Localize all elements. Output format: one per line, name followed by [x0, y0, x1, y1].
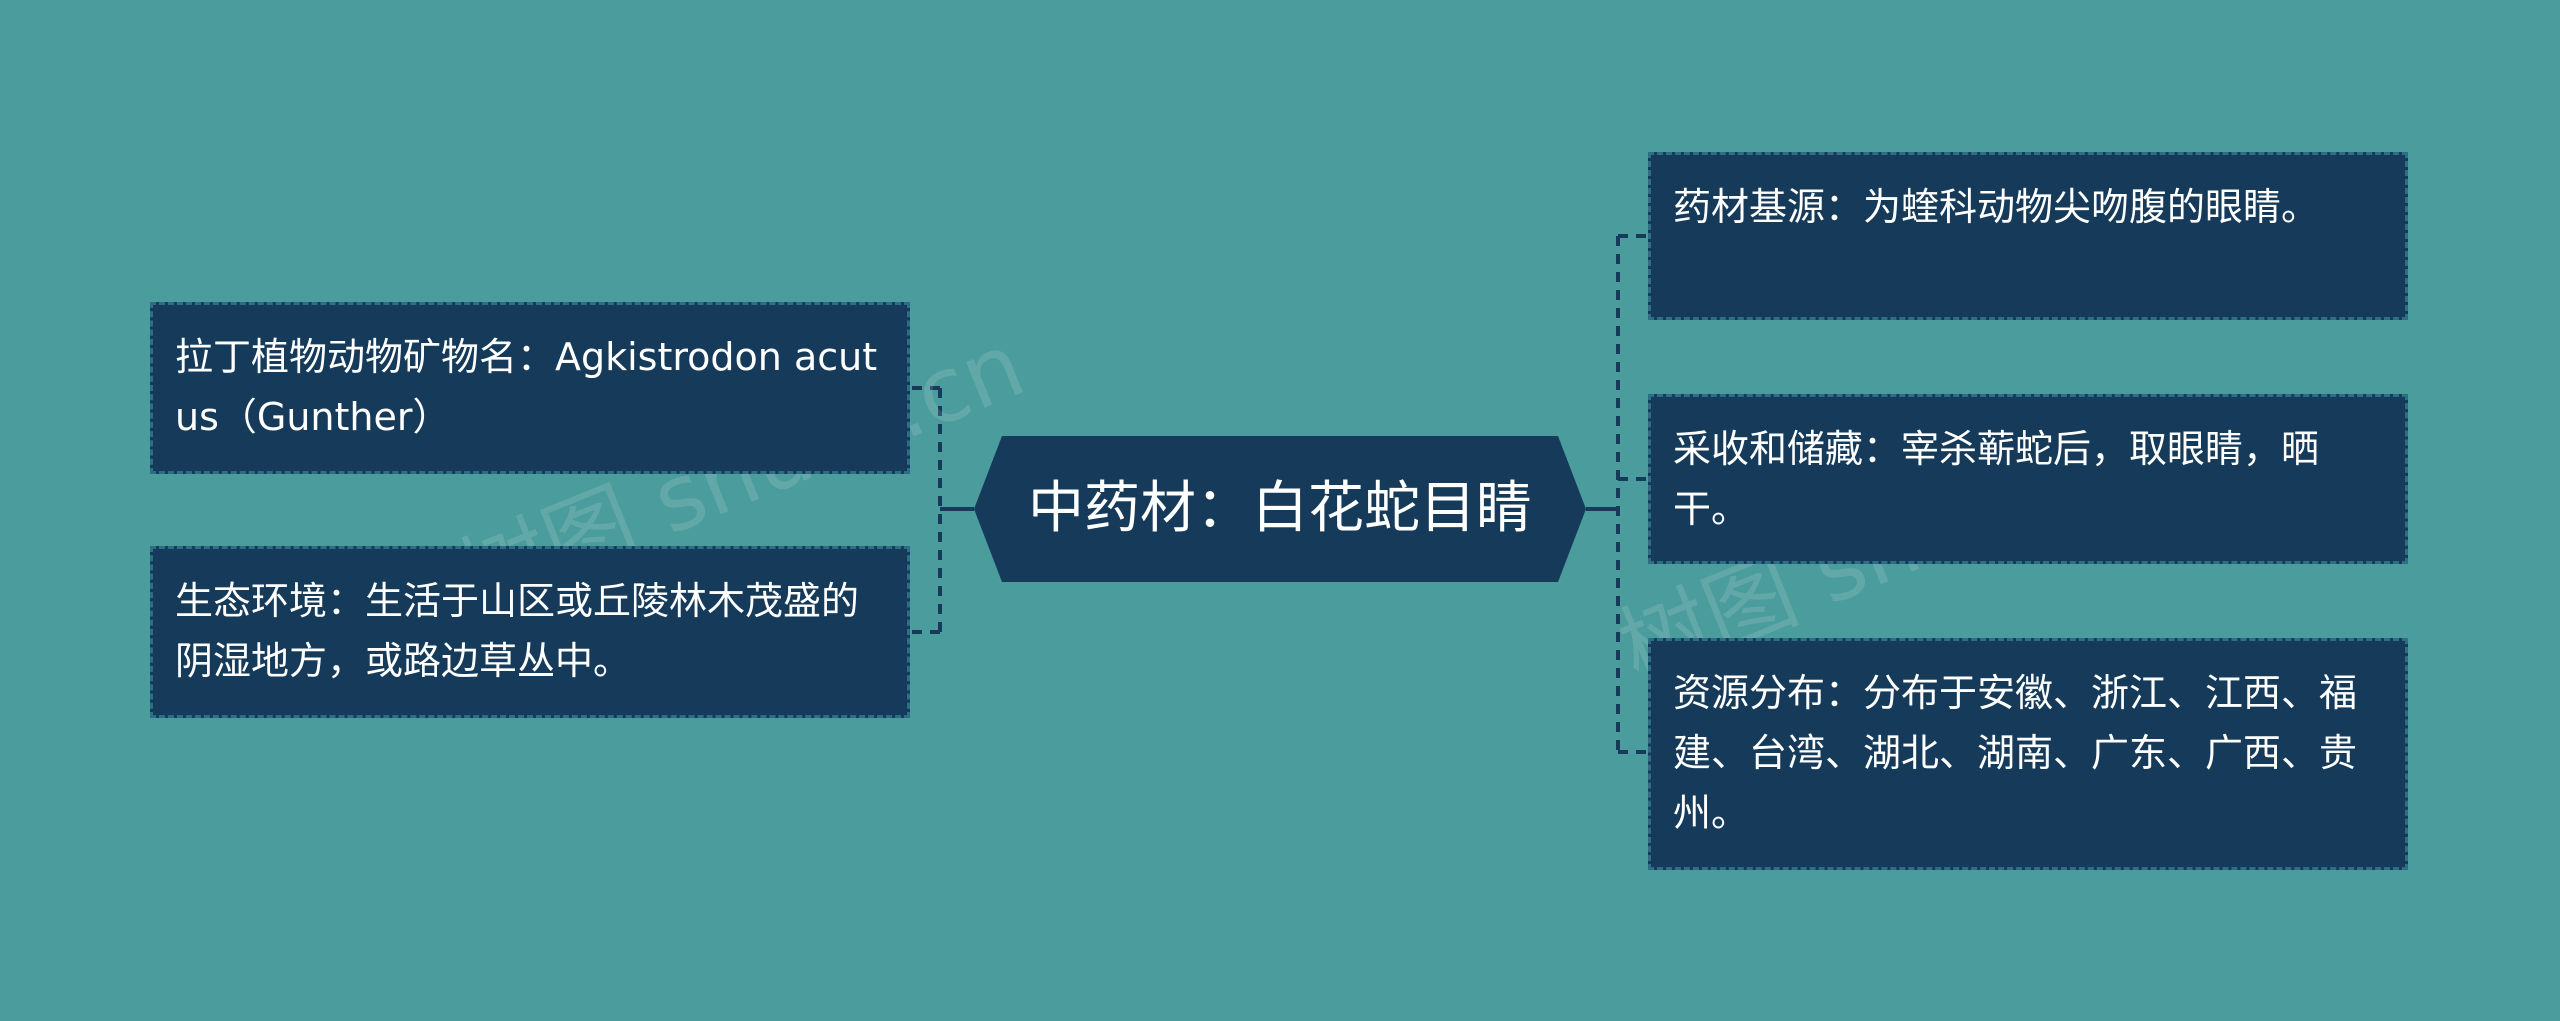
node-latin-name[interactable]: 拉丁植物动物矿物名：Agkistrodon acutus（Gunther）: [150, 302, 910, 474]
center-hexagon-shape: [974, 436, 1586, 582]
node-material-source-text: 药材基源：为蝰科动物尖吻腹的眼睛。: [1673, 185, 2320, 229]
node-harvest-storage[interactable]: 采收和储藏：宰杀蕲蛇后，取眼睛，晒干。: [1648, 394, 2408, 564]
node-ecology-text: 生态环境：生活于山区或丘陵林木茂盛的阴湿地方，或路边草丛中。: [175, 579, 860, 683]
center-topic-label: 中药材：白花蛇目睛: [1028, 476, 1532, 541]
node-distribution-text: 资源分布：分布于安徽、浙江、江西、福建、台湾、湖北、湖南、广东、广西、贵州。: [1673, 671, 2358, 835]
node-material-source[interactable]: 药材基源：为蝰科动物尖吻腹的眼睛。: [1648, 152, 2408, 320]
node-latin-name-text: 拉丁植物动物矿物名：Agkistrodon acutus（Gunther）: [175, 335, 878, 439]
center-topic-node[interactable]: 中药材：白花蛇目睛: [974, 436, 1586, 582]
node-distribution[interactable]: 资源分布：分布于安徽、浙江、江西、福建、台湾、湖北、湖南、广东、广西、贵州。: [1648, 638, 2408, 870]
node-ecology[interactable]: 生态环境：生活于山区或丘陵林木茂盛的阴湿地方，或路边草丛中。: [150, 546, 910, 718]
node-harvest-storage-text: 采收和储藏：宰杀蕲蛇后，取眼睛，晒干。: [1673, 427, 2320, 531]
